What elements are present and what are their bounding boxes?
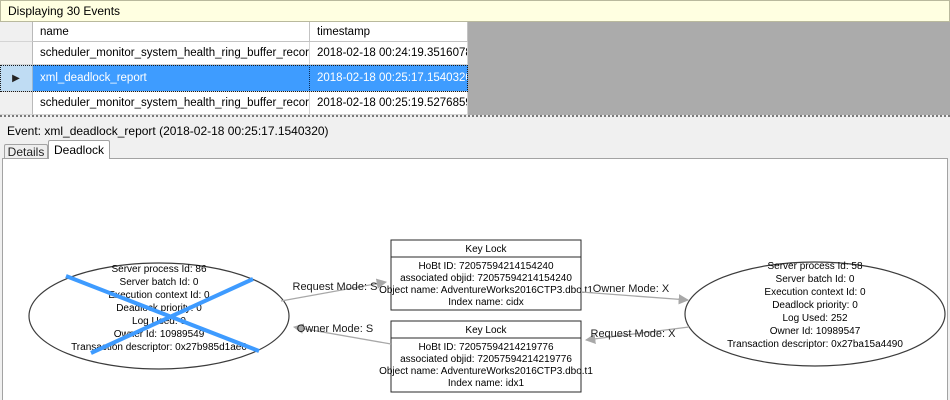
edge-request-x: Request Mode: X bbox=[584, 326, 690, 344]
grid-header-row: name timestamp bbox=[0, 22, 468, 42]
node-line: Object name: AdventureWorks2016CTP3.dbo.… bbox=[379, 285, 593, 296]
node-line: associated objid: 72057594214219776 bbox=[400, 354, 572, 365]
node-line: Log Used: 252 bbox=[782, 313, 847, 324]
victim-cross-icon bbox=[65, 274, 260, 355]
events-count-label: Displaying 30 Events bbox=[8, 4, 121, 18]
events-grid[interactable]: name timestamp scheduler_monitor_system_… bbox=[0, 22, 950, 115]
event-timestamp-cell[interactable]: 2018-02-18 00:25:19.5276859 bbox=[310, 92, 468, 115]
edge-label: Request Mode: S bbox=[293, 281, 378, 293]
node-line: Owner Id: 10989547 bbox=[770, 326, 861, 337]
node-line: Deadlock priority: 0 bbox=[772, 300, 858, 311]
event-row[interactable]: scheduler_monitor_system_health_ring_buf… bbox=[0, 42, 468, 65]
event-name-cell[interactable]: scheduler_monitor_system_health_ring_buf… bbox=[33, 42, 310, 65]
event-timestamp-cell[interactable]: 2018-02-18 00:24:19.3516078 bbox=[310, 42, 468, 65]
row-gutter[interactable] bbox=[0, 92, 33, 115]
pane-splitter[interactable] bbox=[0, 115, 950, 120]
column-header-timestamp[interactable]: timestamp bbox=[310, 22, 468, 42]
grid-corner-cell bbox=[0, 22, 33, 42]
node-line: Server process Id: 58 bbox=[767, 261, 862, 272]
node-line: associated objid: 72057594214154240 bbox=[400, 273, 572, 284]
deadlock-graph-panel[interactable]: Server process Id: 86 Server batch Id: 0… bbox=[2, 158, 948, 400]
node-line: Server batch Id: 0 bbox=[776, 274, 855, 285]
edge-label: Owner Mode: S bbox=[297, 323, 373, 335]
event-row[interactable]: scheduler_monitor_system_health_ring_buf… bbox=[0, 92, 468, 115]
edge-label: Request Mode: X bbox=[591, 328, 677, 340]
resource-title: Key Lock bbox=[465, 244, 507, 255]
edge-owner-s: Owner Mode: S bbox=[292, 323, 392, 345]
tab-details-label: Details bbox=[7, 145, 45, 159]
tab-details[interactable]: Details bbox=[4, 144, 48, 159]
node-line: Deadlock priority: 0 bbox=[116, 303, 202, 314]
node-line: HoBt ID: 72057594214154240 bbox=[418, 261, 554, 272]
row-gutter[interactable] bbox=[0, 42, 33, 65]
node-line: Server process Id: 86 bbox=[111, 264, 206, 275]
row-gutter: ▶ bbox=[0, 65, 33, 92]
node-line: Object name: AdventureWorks2016CTP3.dbo.… bbox=[379, 366, 593, 377]
event-name-cell[interactable]: xml_deadlock_report bbox=[33, 65, 310, 92]
process-node[interactable]: Server process Id: 58 Server batch Id: 0… bbox=[684, 261, 946, 367]
resource-node-bottom[interactable]: Key Lock HoBt ID: 72057594214219776 asso… bbox=[379, 320, 593, 393]
resource-title: Key Lock bbox=[465, 325, 507, 336]
event-timestamp-cell[interactable]: 2018-02-18 00:25:17.1540320 bbox=[310, 65, 468, 92]
edge-request-s: Request Mode: S bbox=[280, 278, 388, 302]
selected-row-marker-icon: ▶ bbox=[12, 72, 20, 84]
events-info-bar: Displaying 30 Events bbox=[0, 0, 950, 22]
event-caption-label: Event: xml_deadlock_report (2018-02-18 0… bbox=[7, 123, 329, 138]
edge-owner-x: Owner Mode: X bbox=[580, 283, 690, 305]
column-header-name[interactable]: name bbox=[33, 22, 310, 42]
node-line: Transaction descriptor: 0x27b985d1ae0 bbox=[71, 342, 247, 353]
node-line: Execution context Id: 0 bbox=[764, 287, 866, 298]
deadlock-graph: Server process Id: 86 Server batch Id: 0… bbox=[28, 239, 946, 393]
event-row-selected[interactable]: ▶ xml_deadlock_report 2018-02-18 00:25:1… bbox=[0, 65, 468, 92]
node-line: Owner Id: 10989549 bbox=[114, 329, 205, 340]
node-line: Server batch Id: 0 bbox=[120, 277, 199, 288]
node-line: Execution context Id: 0 bbox=[108, 290, 210, 301]
edge-label: Owner Mode: X bbox=[593, 283, 670, 295]
node-line: Transaction descriptor: 0x27ba15a4490 bbox=[727, 339, 903, 350]
node-line: Index name: idx1 bbox=[448, 378, 525, 389]
node-line: Index name: cidx bbox=[448, 297, 524, 308]
resource-node-top[interactable]: Key Lock HoBt ID: 72057594214154240 asso… bbox=[379, 239, 593, 311]
node-line: HoBt ID: 72057594214219776 bbox=[418, 342, 554, 353]
event-name-cell[interactable]: scheduler_monitor_system_health_ring_buf… bbox=[33, 92, 310, 115]
event-caption: Event: xml_deadlock_report (2018-02-18 0… bbox=[0, 120, 950, 141]
tab-deadlock[interactable]: Deadlock bbox=[48, 140, 110, 159]
tab-deadlock-label: Deadlock bbox=[53, 143, 105, 157]
